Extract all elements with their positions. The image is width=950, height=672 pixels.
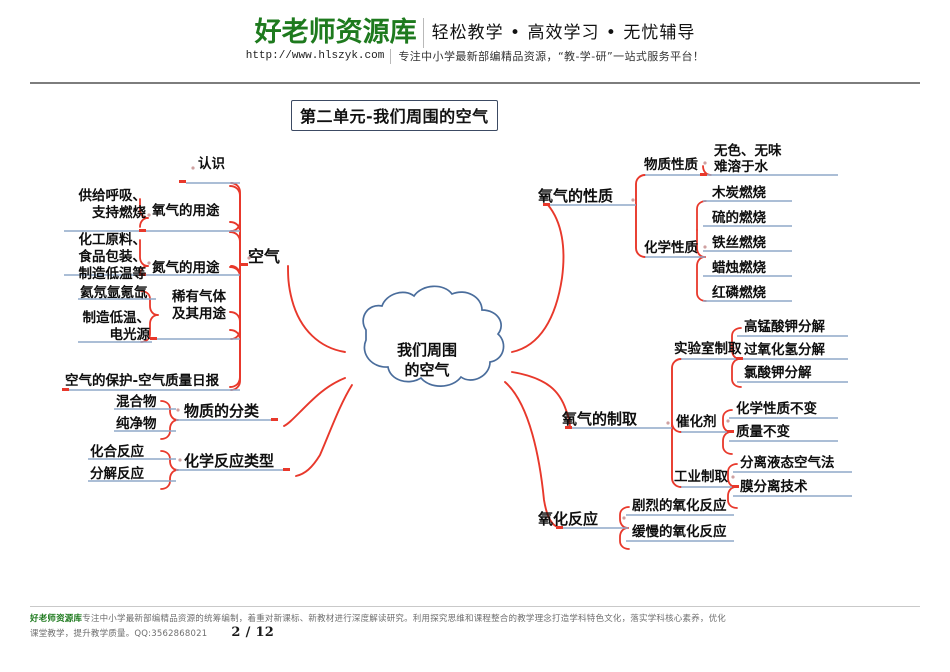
leaf-chemical-unchanged: 化学性质不变	[736, 401, 817, 417]
leaf-insoluble-in-water: 难溶于水	[714, 159, 768, 175]
leaf-slow-oxidation: 缓慢的氧化反应	[632, 524, 727, 540]
leaf-oxygen-use-1-line1: 供给呼吸、	[78, 188, 147, 204]
node-chemical-properties[interactable]: 化学性质	[644, 240, 698, 256]
leaf-violent-oxidation: 剧烈的氧化反应	[632, 498, 727, 514]
footer-line-1: 好老师资源库专注中小学最新部编精品资源的统筹编制，着重对新课标、新教材进行深度解…	[30, 612, 920, 626]
node-oxygen-preparation[interactable]: 氧气的制取	[562, 410, 638, 428]
node-physical-properties[interactable]: 物质性质	[644, 157, 698, 173]
footer-contact: 课堂教学，提升教学质量。QQ:3562868021	[30, 629, 208, 639]
mindmap-center-node[interactable]: 空气 我们周围 的空气	[352, 340, 502, 380]
header-slogan: 轻松教学 • 高效学习 • 无忧辅导	[422, 18, 696, 48]
page-title: 第二单元-我们周围的空气	[291, 100, 498, 131]
brand-logo-text: 好老师资源库	[254, 17, 417, 48]
leaf-kclo3-decomposition: 氯酸钾分解	[744, 365, 812, 381]
leaf-liquid-air-separation: 分离液态空气法	[740, 455, 835, 471]
footer-description: 专注中小学最新部编精品资源的统筹编制，着重对新课标、新教材进行深度解读研究。利用…	[82, 614, 727, 624]
leaf-oxygen-use-1-line2: 支持燃烧	[92, 205, 146, 221]
node-classification[interactable]: 物质的分类	[184, 402, 260, 420]
node-nitrogen-use[interactable]: 氮气的用途	[152, 260, 220, 276]
leaf-pure-substance: 纯净物	[116, 416, 157, 432]
node-recognize[interactable]: 认识	[198, 156, 225, 172]
site-footer: 好老师资源库专注中小学最新部编精品资源的统筹编制，着重对新课标、新教材进行深度解…	[30, 612, 920, 641]
leaf-sulfur-burning: 硫的燃烧	[712, 210, 766, 226]
mindmap-canvas: 空气 我们周围 的空气 空气 认识 氧气的用途 供给呼吸、 支持燃烧 氮气的用途…	[62, 143, 852, 550]
node-oxidation-reaction[interactable]: 氧化反应	[538, 510, 599, 528]
header-divider	[30, 82, 920, 84]
site-header: 好老师资源库 轻松教学 • 高效学习 • 无忧辅导 http://www.hls…	[0, 18, 950, 80]
leaf-mixture: 混合物	[116, 394, 157, 410]
page-number-current: 2	[231, 625, 241, 640]
leaf-colorless-odorless: 无色、无味	[714, 143, 782, 159]
leaf-rare-gas-use-line1: 制造低温、	[82, 310, 151, 326]
page-title-label: 第二单元-我们周围的空气	[300, 107, 489, 126]
node-industrial-preparation[interactable]: 工业制取	[674, 469, 728, 485]
cloud-shape	[362, 285, 505, 387]
leaf-rare-gas-use-line2: 电光源	[109, 327, 151, 343]
leaf-candle-burning: 蜡烛燃烧	[712, 260, 766, 276]
leaf-nitrogen-use-line1: 化工原料、	[78, 232, 147, 248]
page-number-total: 12	[255, 625, 275, 640]
leaf-rare-gas-list: 氦氖氩氪氙	[80, 285, 148, 301]
node-air[interactable]: 空气	[248, 247, 281, 266]
leaf-nitrogen-use-line2: 食品包装、	[78, 249, 147, 265]
node-rare-gas-line2: 及其用途	[172, 306, 226, 322]
footer-divider	[30, 606, 920, 607]
footer-brand: 好老师资源库	[30, 614, 83, 624]
header-subslogan: 专注中小学最新部编精品资源，“教-学-研”一站式服务平台！	[390, 49, 704, 64]
leaf-nitrogen-use: 化工原料、 食品包装、 制造低温等	[62, 232, 147, 283]
leaf-combination-reaction: 化合反应	[90, 444, 144, 460]
leaf-iron-wire-burning: 铁丝燃烧	[712, 235, 766, 251]
leaf-rare-gas-use: 制造低温、 电光源	[72, 310, 151, 344]
leaf-decomposition-reaction: 分解反应	[90, 466, 144, 482]
leaf-mass-unchanged: 质量不变	[736, 424, 790, 440]
leaf-h2o2-decomposition: 过氧化氢分解	[744, 342, 825, 358]
node-rare-gas-line1: 稀有气体	[172, 289, 226, 305]
leaf-membrane-separation: 膜分离技术	[740, 479, 808, 495]
footer-line-2: 课堂教学，提升教学质量。QQ:3562868021 2 / 12	[30, 626, 920, 641]
leaf-kmno4-decomposition: 高锰酸钾分解	[744, 319, 825, 335]
node-reaction-types[interactable]: 化学反应类型	[184, 452, 275, 470]
leaf-nitrogen-use-line3: 制造低温等	[78, 266, 147, 282]
node-oxygen-use[interactable]: 氧气的用途	[152, 203, 220, 219]
center-label-line1: 我们周围	[396, 341, 457, 359]
node-oxygen-properties[interactable]: 氧气的性质	[538, 187, 614, 205]
mindmap-connectors	[62, 161, 852, 550]
center-label-line2: 的空气	[404, 361, 450, 379]
node-lab-preparation[interactable]: 实验室制取	[674, 341, 742, 357]
site-url: http://www.hlszyk.com	[245, 50, 385, 62]
leaf-oxygen-use-1: 供给呼吸、 支持燃烧	[64, 188, 147, 222]
leaf-charcoal-burning: 木炭燃烧	[712, 185, 766, 201]
node-air-protection[interactable]: 空气的保护-空气质量日报	[65, 373, 220, 389]
node-catalyst[interactable]: 催化剂	[676, 414, 717, 430]
node-rare-gas[interactable]: 稀有气体 及其用途	[160, 289, 238, 323]
page-number-sep: /	[245, 625, 251, 640]
leaf-red-phosphorus-burning: 红磷燃烧	[712, 285, 766, 301]
